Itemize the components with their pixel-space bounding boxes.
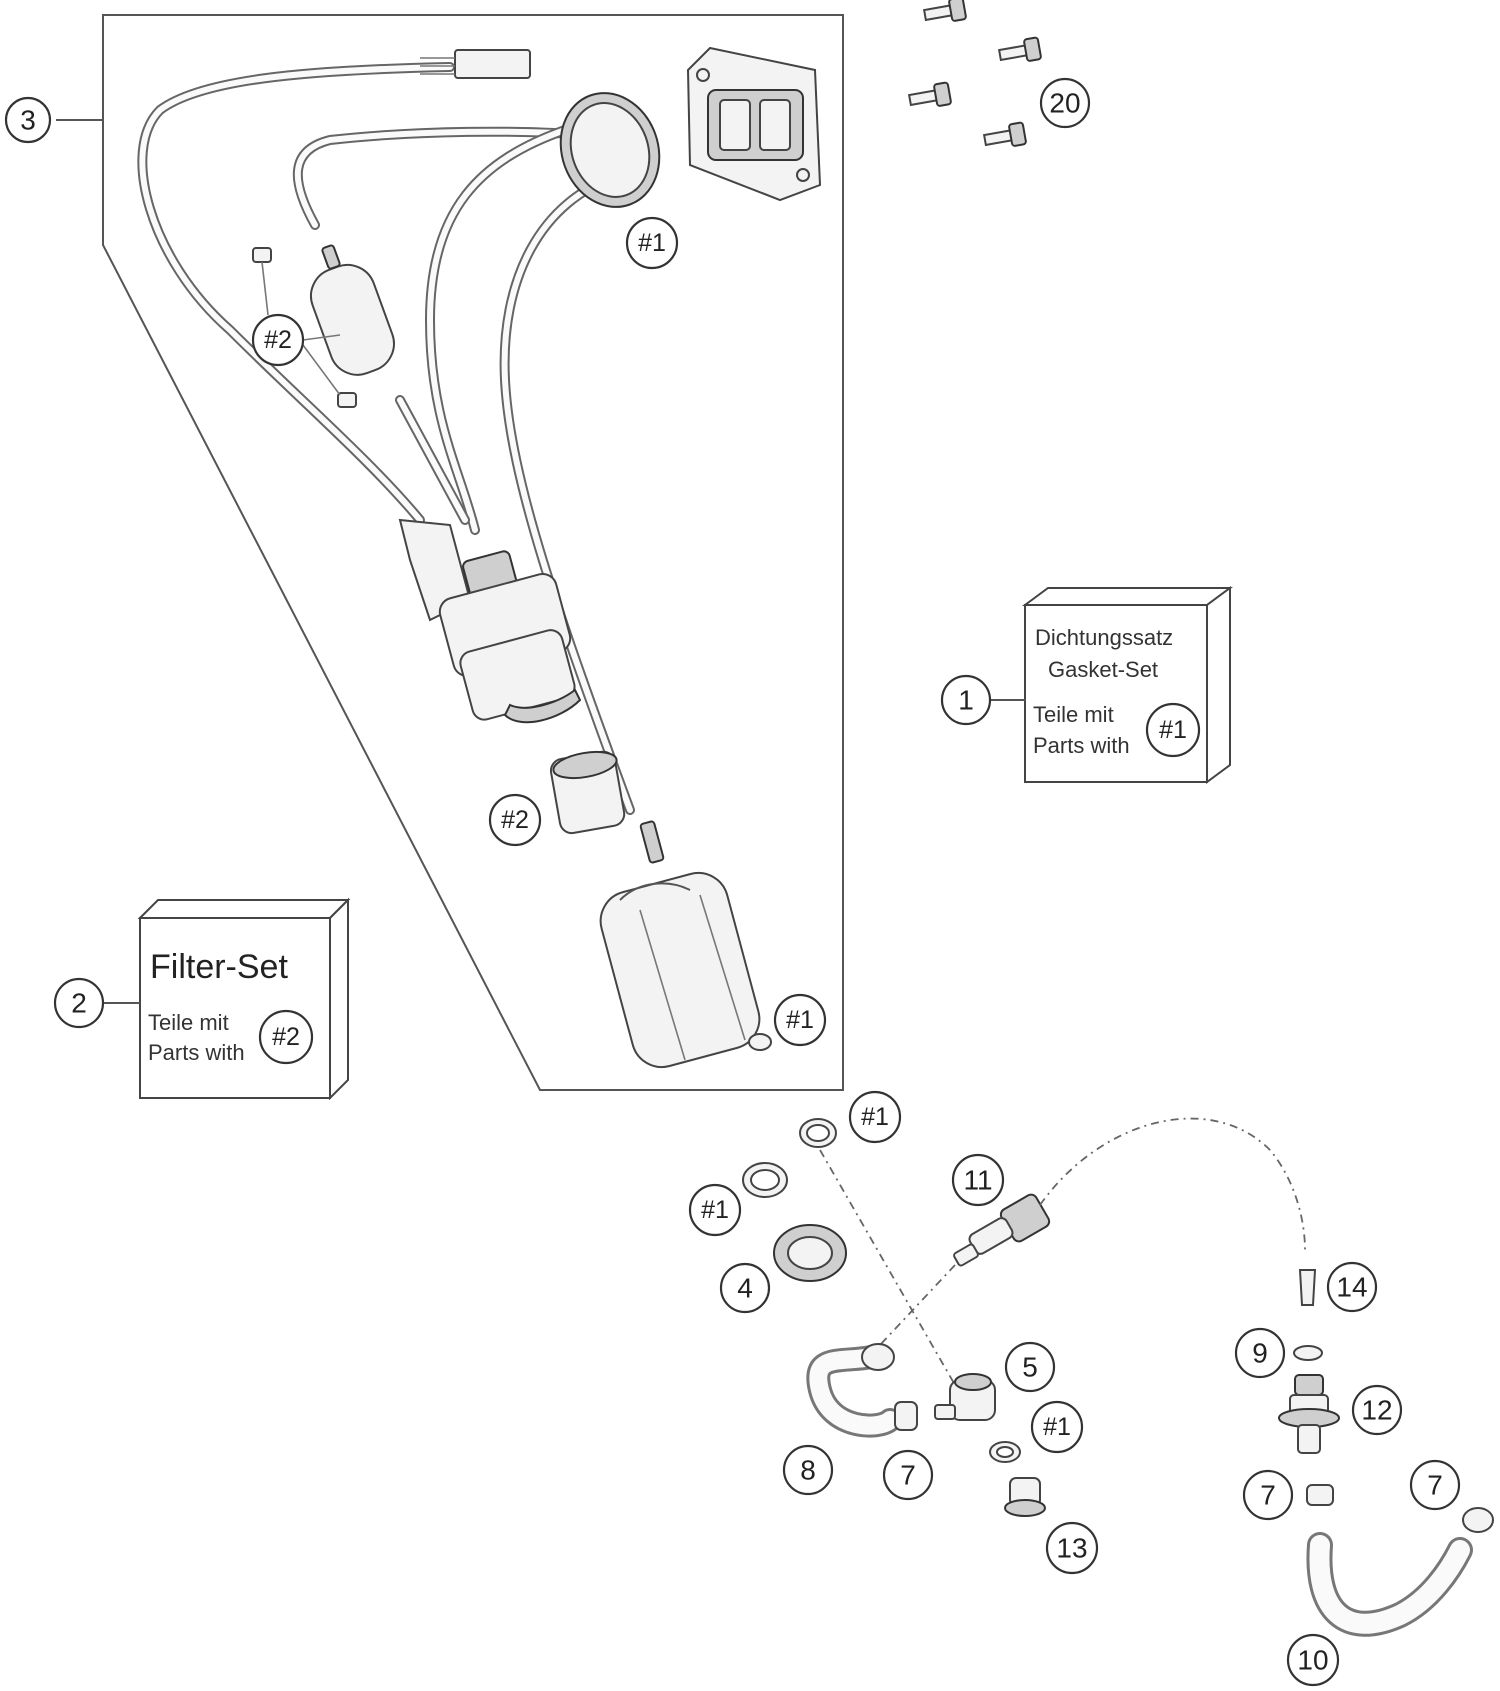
svg-text:4: 4 [737,1273,753,1304]
callout-1[interactable]: 1 [940,674,1025,726]
gasket-set-box: Dichtungssatz Gasket-Set Teile mit Parts… [1021,586,1234,784]
flange-screws [907,0,1042,147]
callout-ring-gasket-ref[interactable]: #1 [625,216,679,270]
svg-text:#1: #1 [786,1006,814,1034]
callout-fitting-ref[interactable]: #1 [1030,1400,1084,1454]
callout-9[interactable]: 9 [1234,1327,1286,1379]
svg-text:13: 13 [1056,1533,1087,1564]
svg-text:3: 3 [20,105,36,136]
flange-seal-ring [559,92,661,208]
filter-set-ref: #2 [272,1023,300,1051]
filter-set-title: Filter-Set [150,948,288,986]
gasket-set-parts-with-de: Teile mit [1033,702,1114,727]
fuel-pump-pot [599,820,761,1069]
svg-text:5: 5 [1022,1352,1038,1383]
callout-washer-top-ref[interactable]: #1 [848,1090,902,1144]
gasket-set-parts-with-en: Parts with [1033,733,1130,758]
callout-11[interactable]: 11 [951,1153,1005,1207]
svg-text:#2: #2 [264,326,292,354]
lower-fuel-line-parts [742,1117,1494,1637]
svg-text:#2: #2 [501,806,529,834]
svg-text:2: 2 [71,988,87,1019]
svg-text:#1: #1 [701,1196,729,1224]
filter-set-parts-with-de: Teile mit [148,1010,229,1035]
fuel-hoses [292,125,635,815]
gasket-set-english-label: Gasket-Set [1048,657,1158,682]
callout-14[interactable]: 14 [1326,1261,1378,1313]
pump-head-assembly [398,518,582,724]
callout-oring-ref[interactable]: #1 [688,1183,742,1237]
gasket-set-ref: #1 [1159,716,1187,744]
callout-strainer-ref[interactable]: #2 [488,793,542,847]
callout-5[interactable]: 5 [1004,1341,1056,1393]
pump-strainer-sleeve [549,750,626,835]
callout-3[interactable]: 3 [4,96,103,144]
svg-text:#1: #1 [638,229,666,257]
svg-text:12: 12 [1361,1395,1392,1426]
callout-2[interactable]: 2 [53,977,140,1029]
wire-harness [137,49,531,525]
callout-20[interactable]: 20 [1039,77,1091,129]
svg-text:8: 8 [800,1455,816,1486]
assembly-outline [102,14,844,1091]
callout-10[interactable]: 10 [1286,1633,1340,1687]
svg-text:7: 7 [900,1460,916,1491]
callout-inline-filter-ref[interactable]: #2 [251,261,341,396]
svg-text:9: 9 [1252,1338,1268,1369]
callout-4[interactable]: 4 [719,1262,771,1314]
svg-text:10: 10 [1297,1645,1328,1676]
gasket-set-german-label: Dichtungssatz [1035,625,1173,650]
pump-washer-and-ref[interactable]: #1 [748,993,827,1051]
callout-8[interactable]: 8 [782,1444,834,1496]
filter-set-box: Filter-Set Teile mit Parts with #2 [137,897,351,1101]
svg-text:11: 11 [963,1165,992,1196]
svg-text:14: 14 [1336,1272,1367,1303]
callout-7c[interactable]: 7 [1409,1459,1461,1511]
svg-text:20: 20 [1049,88,1080,119]
callout-7a[interactable]: 7 [882,1449,934,1501]
callout-13[interactable]: 13 [1045,1521,1099,1575]
svg-text:#1: #1 [861,1103,889,1131]
callout-7b[interactable]: 7 [1242,1469,1294,1521]
inline-fuel-filter [252,244,395,408]
callout-12[interactable]: 12 [1351,1384,1403,1436]
svg-text:7: 7 [1427,1470,1443,1501]
svg-text:#1: #1 [1043,1413,1071,1441]
filter-set-parts-with-en: Parts with [148,1040,245,1065]
svg-text:1: 1 [958,685,974,716]
pump-flange-plate [686,46,822,202]
svg-text:7: 7 [1260,1480,1276,1511]
